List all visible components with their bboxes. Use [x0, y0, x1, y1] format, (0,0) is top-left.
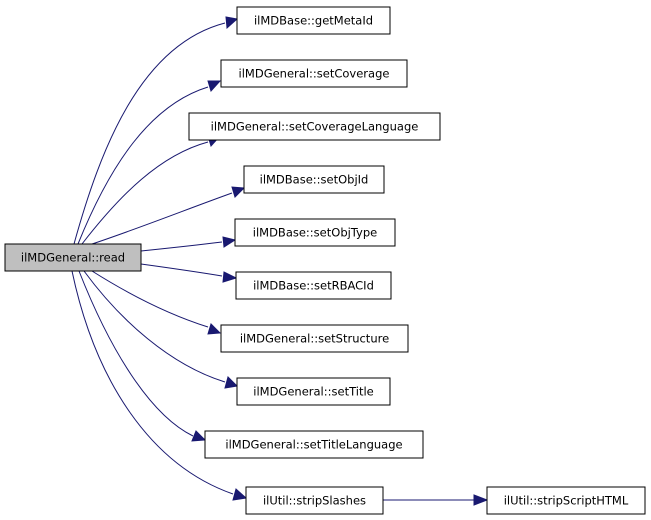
node-il-util-strip-script-html[interactable]: ilUtil::stripScriptHTML — [486, 486, 646, 515]
edge-read-to-strip-slashes — [71, 270, 248, 501]
edge-read-to-set-rbac-id — [140, 263, 238, 283]
node-label: ilMDGeneral::setCoverageLanguage — [211, 120, 419, 134]
node-il-md-general-read[interactable]: ilMDGeneral::read — [4, 243, 142, 272]
node-label: ilMDBase::getMetaId — [254, 14, 373, 28]
edge-read-to-set-coverage — [77, 80, 222, 245]
node-il-util-strip-slashes[interactable]: ilUtil::stripSlashes — [245, 486, 384, 515]
node-label: ilMDGeneral::setTitleLanguage — [225, 438, 402, 452]
edge-read-to-set-structure — [91, 270, 222, 335]
node-il-md-general-set-coverage-language[interactable]: ilMDGeneral::setCoverageLanguage — [188, 112, 441, 141]
node-label: ilMDBase::setObjType — [253, 226, 377, 240]
edge-read-to-set-title-language — [78, 270, 207, 442]
edge-read-to-set-title — [83, 270, 239, 389]
node-label: ilMDGeneral::setCoverage — [239, 67, 390, 81]
node-label: ilMDGeneral::setStructure — [240, 332, 389, 346]
node-il-md-general-set-coverage[interactable]: ilMDGeneral::setCoverage — [220, 59, 408, 88]
node-il-md-base-get-meta-id[interactable]: ilMDBase::getMetaId — [236, 6, 391, 35]
node-label: ilMDGeneral::setTitle — [253, 385, 373, 399]
edge-strip-slashes-to-strip-script-html — [383, 494, 489, 506]
node-label: ilUtil::stripScriptHTML — [504, 494, 629, 508]
node-label: ilMDGeneral::read — [21, 251, 125, 265]
edge-read-to-get-meta-id — [73, 16, 239, 245]
node-il-md-general-set-title-language[interactable]: ilMDGeneral::setTitleLanguage — [204, 430, 424, 459]
node-il-md-base-set-obj-type[interactable]: ilMDBase::setObjType — [234, 218, 396, 247]
node-label: ilMDBase::setObjId — [260, 173, 369, 187]
call-edges — [71, 16, 489, 506]
node-label: ilMDBase::setRBACId — [253, 279, 374, 293]
edge-read-to-set-obj-id — [91, 186, 246, 245]
node-label: ilUtil::stripSlashes — [263, 494, 366, 508]
edge-read-to-set-obj-type — [140, 236, 237, 252]
node-il-md-base-set-rbac-id[interactable]: ilMDBase::setRBACId — [235, 271, 392, 300]
node-il-md-base-set-obj-id[interactable]: ilMDBase::setObjId — [243, 165, 385, 194]
node-il-md-general-set-title[interactable]: ilMDGeneral::setTitle — [236, 377, 391, 406]
node-il-md-general-set-structure[interactable]: ilMDGeneral::setStructure — [220, 324, 409, 353]
